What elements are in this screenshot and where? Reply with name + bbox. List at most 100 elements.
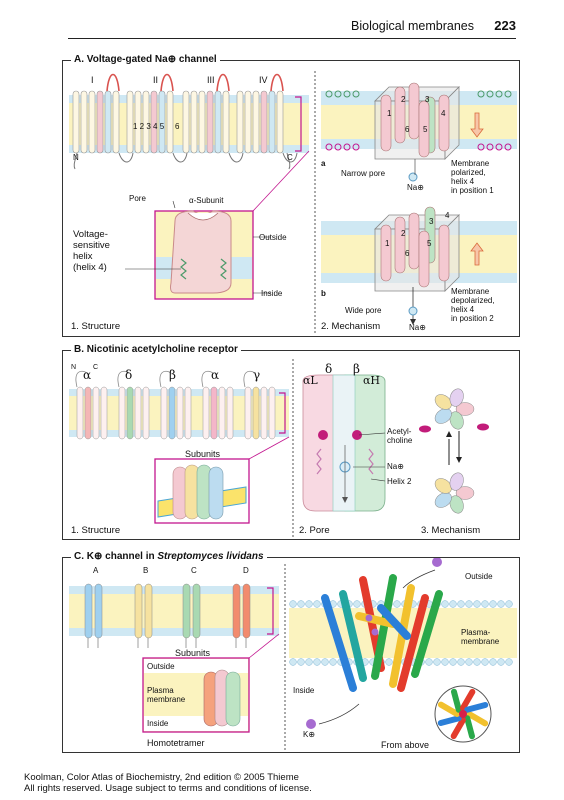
copyright-footer: Koolman, Color Atlas of Biochemistry, 2n… <box>24 772 312 794</box>
footer-line-2: All rights reserved. Usage subject to te… <box>24 783 312 794</box>
channel-helix <box>380 94 392 152</box>
helix-segment <box>80 90 88 154</box>
lipid-head <box>305 658 313 666</box>
helix-label-top-4: 4 <box>441 109 446 118</box>
receptor-helix <box>260 386 268 440</box>
helix-segment <box>236 90 244 154</box>
c-plasma-membrane-label: Plasma- membrane <box>461 628 500 646</box>
linker-loop <box>282 152 298 163</box>
lipid-head <box>305 600 313 608</box>
alpha-h-label: αH <box>363 374 381 387</box>
helix-segment <box>112 90 120 154</box>
receptor-helix <box>184 386 192 440</box>
receptor-helix <box>100 386 108 440</box>
kcsa-tail <box>87 638 99 648</box>
helix-segment <box>268 90 276 154</box>
page-header: Biological membranes 223 <box>0 16 564 39</box>
helix-label-top-2: 2 <box>401 95 406 104</box>
helix-label-top-6: 6 <box>405 125 410 134</box>
b-subunits-label: Subunits <box>185 449 221 459</box>
receptor-subunit <box>449 388 464 407</box>
helix-segment <box>276 90 284 154</box>
kcsa-tail <box>185 638 197 648</box>
c-subunits-label: Subunits <box>175 648 211 658</box>
receptor-helix <box>202 386 210 440</box>
lipid-head <box>449 658 457 666</box>
helix-label-bot-3: 3 <box>429 217 434 226</box>
lipid-head <box>473 600 481 608</box>
mechanism-caption: 2. Mechanism <box>321 321 381 332</box>
n-tail <box>201 370 214 388</box>
linker-loop <box>118 152 134 163</box>
kcsa-helix <box>232 583 241 639</box>
lipid-head <box>441 600 449 608</box>
lipid-head <box>313 600 321 608</box>
receptor-subunit <box>434 478 452 494</box>
lipid-head <box>505 600 513 608</box>
c-subunit-letter-D: D <box>243 566 249 575</box>
receptor-helix <box>244 386 252 440</box>
protein-helix-rod <box>339 590 367 682</box>
lipid-head <box>473 658 481 666</box>
lipid-head <box>465 600 473 608</box>
c-tail <box>286 152 291 170</box>
receptor-helix <box>92 386 100 440</box>
c-subunit-letter-C: C <box>191 566 197 575</box>
b-pore-caption: 2. Pore <box>299 525 330 536</box>
panel-c-illustration <box>69 558 517 750</box>
receptor-subunit <box>449 411 464 430</box>
c-subunit-letter-A: A <box>93 566 99 575</box>
receptor-helix <box>252 386 260 440</box>
receptor-helix <box>142 386 150 440</box>
top-view-helix <box>437 715 462 727</box>
helix-segment <box>104 90 112 154</box>
helix-segment <box>96 90 104 154</box>
page-number: 223 <box>494 18 516 33</box>
channel-helix <box>394 86 406 144</box>
protein-helix-rod <box>321 594 357 692</box>
subunit-letter-beta: β <box>169 368 176 382</box>
panel-c-title: C. K⊕ channel in Streptomyces lividans <box>71 551 267 563</box>
homotetramer-label: Homotetramer <box>147 738 205 748</box>
lipid-head <box>425 658 433 666</box>
helix-segment <box>158 90 166 154</box>
p-loop <box>106 73 120 92</box>
helix-segment <box>244 90 252 154</box>
protein-helix-rod <box>355 612 397 628</box>
subunit-letter-delta: δ <box>125 368 133 382</box>
receptor-subunit <box>449 472 464 491</box>
acetylcholine-label: Acetyl- choline <box>387 427 413 445</box>
running-title: Biological membranes <box>351 19 474 33</box>
helix-segment <box>260 90 268 154</box>
helix-numbers: 1 2 3 4 5 <box>133 122 165 131</box>
helix-segment <box>214 90 222 154</box>
c-inside-label: Inside <box>293 686 315 695</box>
receptor-helix <box>226 386 234 440</box>
lipid-head <box>433 658 441 666</box>
alpha-l-label: αL <box>303 374 318 387</box>
voltage-sensitive-helix-label: Voltage- sensitive helix (helix 4) <box>73 229 110 273</box>
domain-label-I: I <box>91 75 94 85</box>
b-structure-caption: 1. Structure <box>71 525 121 536</box>
helix-label-top-3: 3 <box>425 95 430 104</box>
channel-helix <box>408 212 420 270</box>
lipid-head <box>321 658 329 666</box>
b-mechanism-caption: 3. Mechanism <box>421 525 481 536</box>
top-view-helix <box>450 717 466 740</box>
lipid-head <box>297 658 305 666</box>
kcsa-helix <box>242 583 251 639</box>
subunit-letter-alpha-1: α <box>83 368 92 382</box>
receptor-subunit <box>455 486 475 500</box>
na-ion-top: Na⊕ <box>407 183 424 192</box>
lipid-head <box>289 600 297 608</box>
lipid-head <box>497 658 505 666</box>
helix-label-bot-5: 5 <box>427 239 432 248</box>
receptor-helix <box>126 386 134 440</box>
from-above-label: From above <box>381 740 430 750</box>
helix-segment <box>222 90 230 154</box>
lipid-head <box>505 658 513 666</box>
narrow-pore-label: Narrow pore <box>341 169 386 178</box>
footer-line-1: Koolman, Color Atlas of Biochemistry, 2n… <box>24 772 299 783</box>
subunit-letter-gamma: γ <box>253 368 261 382</box>
linker-loop <box>228 152 244 163</box>
